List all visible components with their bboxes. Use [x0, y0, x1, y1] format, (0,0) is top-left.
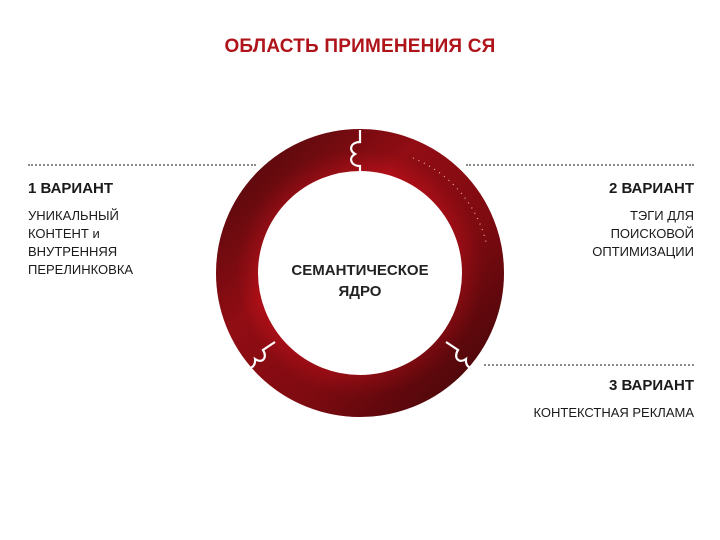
variant-1-text: УНИКАЛЬНЫЙ КОНТЕНТ и ВНУТРЕННЯЯ ПЕРЕЛИНК…: [28, 207, 133, 279]
divider-right-top: [466, 164, 694, 166]
divider-left: [28, 164, 256, 166]
center-label-line-1: СЕМАНТИЧЕСКОЕ: [291, 262, 429, 279]
variant-3-text: КОНТЕКСТНАЯ РЕКЛАМА: [533, 404, 694, 422]
variant-2-line-2: ПОИСКОВОЙ: [610, 226, 694, 241]
variant-2-line-1: ТЭГИ ДЛЯ: [629, 208, 694, 223]
ring-svg: [216, 129, 504, 417]
variant-1-line-4: ПЕРЕЛИНКОВКА: [28, 262, 134, 277]
variant-1-title: 1 ВАРИАНТ: [28, 180, 114, 197]
ring-shade: [216, 129, 504, 417]
variant-2-title: 2 ВАРИАНТ: [608, 180, 694, 197]
variant-3-line-1: КОНТЕКСТНАЯ РЕКЛАМА: [533, 405, 694, 420]
variant-2-line-3: ОПТИМИЗАЦИИ: [592, 244, 694, 259]
puzzle-seam-right: [445, 341, 486, 369]
semantic-core-ring: [215, 128, 505, 418]
variant-1-line-3: ВНУТРЕННЯЯ: [28, 244, 118, 259]
variant-1-line-1: УНИКАЛЬНЫЙ: [28, 208, 119, 223]
puzzle-seam-left: [235, 341, 276, 369]
variant-1-line-2: КОНТЕНТ и: [28, 226, 100, 241]
variant-2-text: ТЭГИ ДЛЯ ПОИСКОВОЙ ОПТИМИЗАЦИИ: [592, 207, 694, 261]
center-label: СЕМАНТИЧЕСКОЕ ЯДРО: [270, 260, 450, 302]
variant-3-title: 3 ВАРИАНТ: [608, 377, 694, 394]
puzzle-seam-top: [350, 130, 362, 172]
divider-right-bottom: [484, 364, 694, 366]
center-label-line-2: ЯДРО: [338, 283, 382, 300]
page-title: ОБЛАСТЬ ПРИМЕНЕНИЯ СЯ: [224, 36, 496, 57]
